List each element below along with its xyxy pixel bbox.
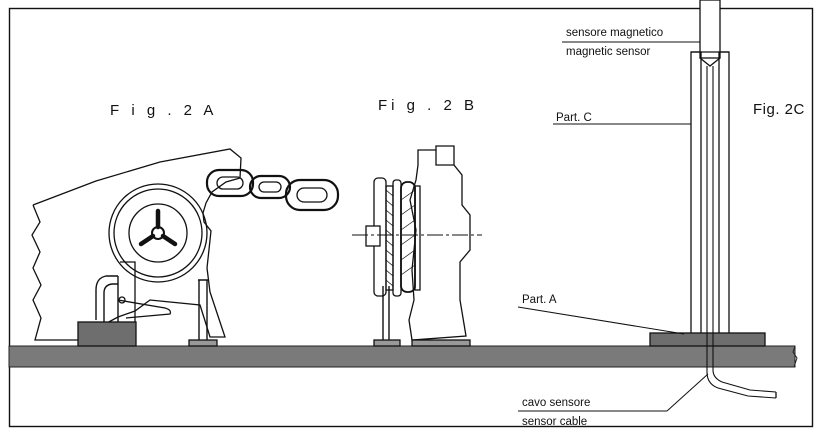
side-sensor-post [382, 286, 390, 340]
chain-link-2-inner [258, 181, 282, 193]
sensor-cable [706, 66, 777, 399]
label-sensor-it: sensore magnetico [566, 27, 663, 39]
chain-link-2 [248, 174, 292, 200]
magnetic-sensor-body [699, 0, 721, 59]
part-c-bracket-right [718, 51, 730, 335]
gypsy-plate-1 [385, 185, 394, 291]
windlass-bracket [120, 261, 136, 322]
fig-2c-sensor-mount [649, 0, 777, 399]
diagram-frame [8, 7, 814, 428]
side-housing [408, 145, 471, 341]
part-c-bracket-left [690, 51, 702, 335]
windlass-spokes [138, 208, 178, 247]
gypsy-teeth [385, 189, 394, 287]
chain-link-3-inner [296, 187, 328, 203]
lever-pivot [118, 296, 126, 304]
windlass-housing [31, 148, 242, 341]
deck-break-edge [792, 345, 798, 368]
windlass-drum-inner [128, 203, 188, 263]
windlass-post-foot [188, 339, 218, 347]
fig-2a-windlass [31, 148, 340, 347]
gypsy-core-hatch [400, 189, 416, 276]
windlass-sensor-post [198, 279, 208, 340]
leader-part-a [517, 306, 685, 335]
chain-link-1 [205, 168, 255, 198]
label-cable-en: sensor cable [522, 416, 587, 428]
gypsy-hub [365, 225, 381, 247]
leader-cable-diag [666, 373, 709, 412]
label-cable-it: cavo sensore [522, 397, 590, 409]
leader-lines [517, 41, 709, 412]
label-part-a: Part. A [522, 294, 557, 306]
side-housing-detail [435, 150, 454, 166]
fig-2a-title: F i g . 2 A [110, 102, 217, 119]
label-sensor-en: magnetic sensor [566, 46, 651, 58]
chain-link-3 [284, 178, 340, 212]
windlass-lever-arm [117, 299, 172, 319]
side-post-foot [373, 339, 401, 347]
label-part-c: Part. C [556, 112, 592, 124]
chain-link-1-inner [216, 176, 244, 190]
deck-plate [8, 345, 796, 368]
fig-2b-windlass-side [352, 145, 482, 347]
windlass-base-block [77, 321, 137, 347]
fig-2b-title: Fi g . 2 B [378, 97, 478, 114]
magnetic-sensor-tip [699, 57, 721, 67]
fig-2c-title: Fig. 2C [753, 101, 805, 118]
gypsy-plate-2 [392, 179, 402, 297]
side-base-foot [411, 339, 471, 347]
windlass-drum-outer [108, 183, 208, 283]
windlass-lever [95, 275, 119, 322]
windlass-drum-ring [113, 188, 203, 278]
gypsy-right-flange [414, 185, 421, 291]
